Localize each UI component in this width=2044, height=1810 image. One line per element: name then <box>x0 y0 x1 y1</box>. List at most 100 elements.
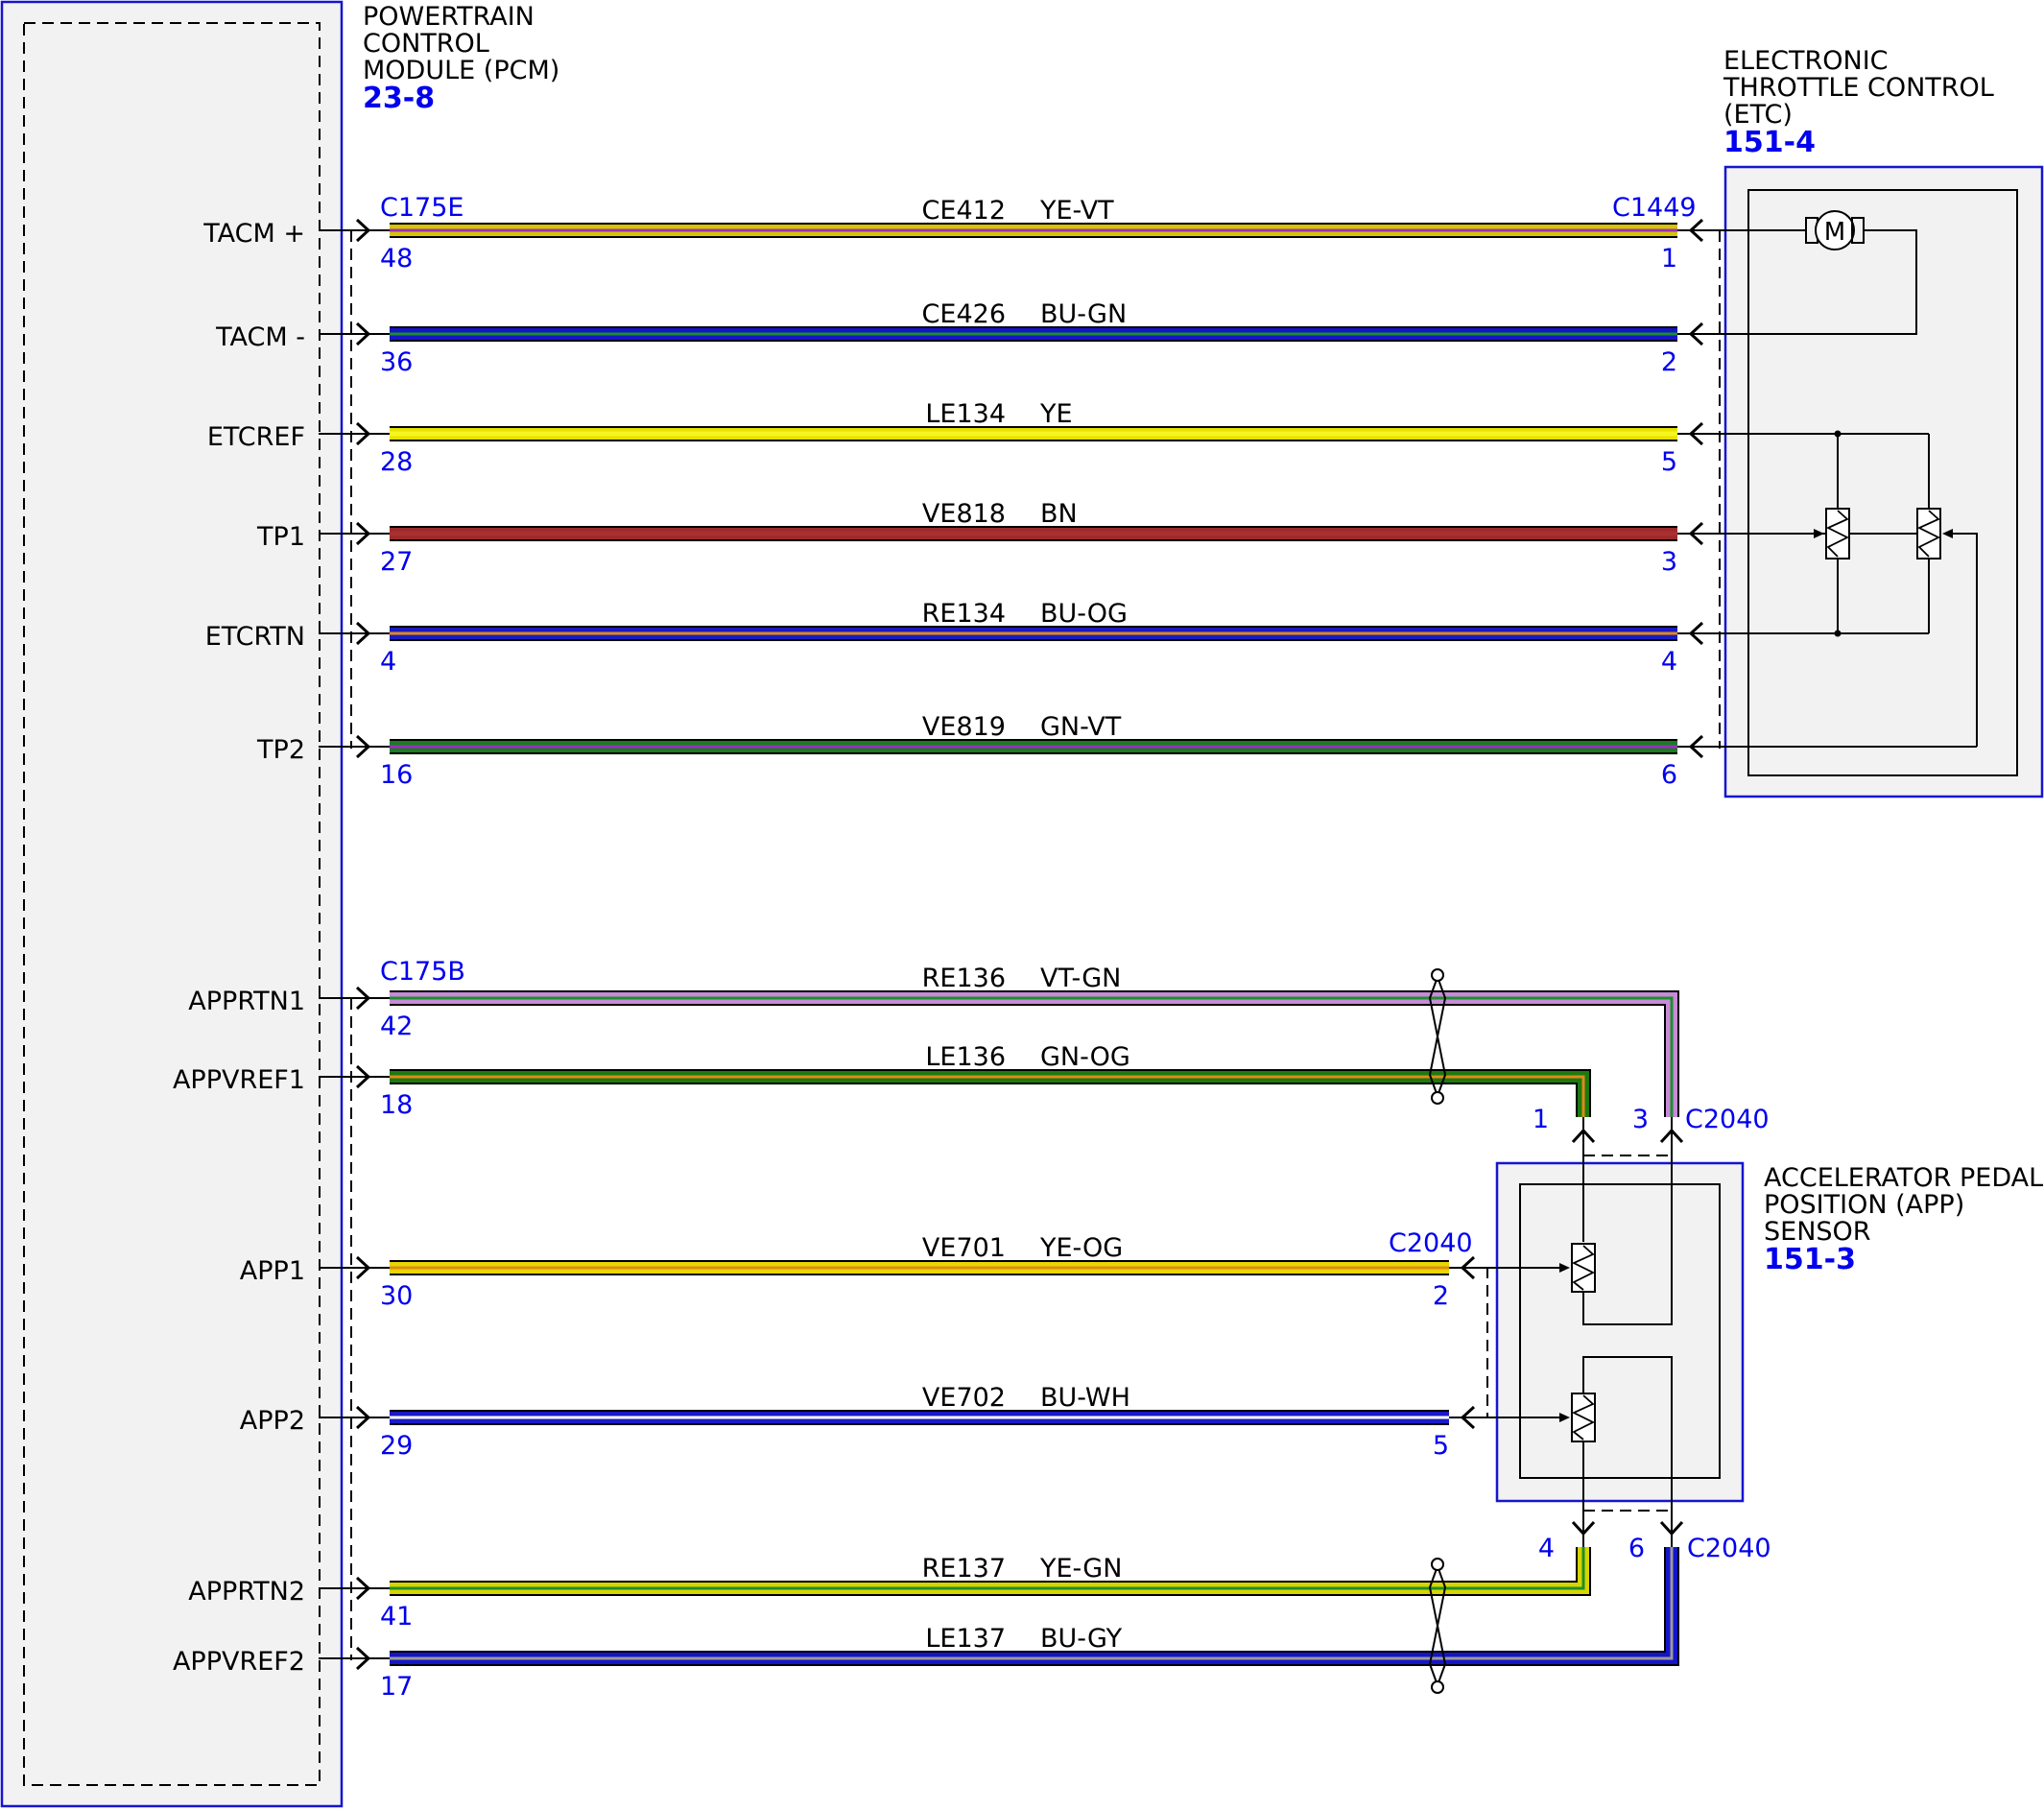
color-code-label: BU-OG <box>1040 599 1128 629</box>
wire-ve701: APP1 30 VE701 YE-OG 2 <box>240 1233 1491 1311</box>
app-connector-c2040-bottom: C2040 <box>1687 1534 1771 1563</box>
wire-ce426: TACM - 36 CE426 BU-GN 2 <box>215 299 1720 377</box>
wire-re134: ETCRTN 4 RE134 BU-OG 4 <box>205 599 1720 677</box>
signal-label: APP1 <box>240 1256 305 1286</box>
circuit-label: RE136 <box>922 964 1006 993</box>
app-title-line-2: POSITION (APP) <box>1764 1190 1964 1220</box>
etc-ref[interactable]: 151-4 <box>1723 126 1816 159</box>
wire-le137: APPVREF2 17 LE137 BU-GY 6 <box>173 1518 1684 1702</box>
color-code-label: GN-VT <box>1040 712 1122 742</box>
pcm-pin-number: 27 <box>380 547 413 577</box>
far-pin-number: 5 <box>1433 1431 1449 1461</box>
color-code-label: YE-OG <box>1039 1233 1123 1263</box>
color-code-label: BU-WH <box>1040 1383 1130 1413</box>
circuit-label: LE136 <box>925 1042 1006 1072</box>
motor-label: M <box>1824 218 1845 247</box>
signal-label: ETCRTN <box>205 622 305 652</box>
pcm-pin-number: 30 <box>380 1281 413 1311</box>
pcm-pin-number: 48 <box>380 244 413 274</box>
motor-icon: M <box>1718 210 1917 335</box>
etc-connector-c1449: C1449 <box>1612 193 1697 223</box>
twisted-pair-icon <box>1428 968 1447 1105</box>
app-connector-c2040-top: C2040 <box>1685 1105 1770 1134</box>
etc-title-line-1: ELECTRONIC <box>1723 46 1889 76</box>
far-pin-number: 6 <box>1661 760 1677 790</box>
wire-le134: ETCREF 28 LE134 YE 5 <box>207 399 1720 477</box>
pcm-title-line-2: CONTROL <box>363 29 489 59</box>
signal-label: APPVREF1 <box>173 1065 305 1095</box>
far-pin-number: 1 <box>1661 244 1677 274</box>
pcm-pin-number: 28 <box>380 447 413 477</box>
circuit-label: VE819 <box>922 712 1006 742</box>
color-code-label: VT-GN <box>1040 964 1121 993</box>
pcm-title-line-3: MODULE (PCM) <box>363 56 559 85</box>
far-pin-number: 1 <box>1533 1105 1549 1134</box>
pcm-pin-number: 36 <box>380 347 413 377</box>
wire-ve702: APP2 29 VE702 BU-WH 5 <box>240 1383 1491 1461</box>
color-code-label: BU-GN <box>1040 299 1127 329</box>
twisted-pair-icon <box>1428 1558 1447 1694</box>
far-pin-number: 4 <box>1661 647 1677 677</box>
color-code-label: BU-GY <box>1040 1624 1123 1654</box>
app-sensor-module <box>1485 1142 1745 1522</box>
app-title-line-3: SENSOR <box>1764 1217 1871 1247</box>
app-ref[interactable]: 151-3 <box>1764 1243 1856 1276</box>
circuit-label: RE134 <box>922 599 1006 629</box>
wire-re137: APPRTN2 41 RE137 YE-GN 4 <box>188 1518 1596 1631</box>
signal-label: ETCREF <box>207 422 305 452</box>
circuit-label: CE426 <box>922 299 1006 329</box>
far-pin-number: 5 <box>1661 447 1677 477</box>
etc-title-line-2: THROTTLE CONTROL <box>1723 73 1994 103</box>
signal-label: TP2 <box>256 735 305 765</box>
pcm-pin-number: 29 <box>380 1431 413 1461</box>
signal-label: APPVREF2 <box>173 1647 305 1677</box>
pcm-ref[interactable]: 23-8 <box>363 82 435 115</box>
far-pin-number: 6 <box>1628 1534 1645 1563</box>
signal-label: APPRTN1 <box>188 987 305 1016</box>
circuit-label: VE818 <box>922 499 1006 529</box>
wire-ve819: TP2 16 VE819 GN-VT 6 <box>256 712 1720 790</box>
circuit-label: RE137 <box>922 1554 1006 1584</box>
pcm-title-line-1: POWERTRAIN <box>363 2 535 32</box>
signal-label: TP1 <box>256 522 305 552</box>
signal-label: TACM + <box>202 219 305 249</box>
far-pin-number: 3 <box>1661 547 1677 577</box>
pcm-pin-number: 4 <box>380 647 396 677</box>
etc-module: M <box>1718 165 2044 798</box>
color-code-label: YE-VT <box>1039 196 1114 226</box>
app-connector-c2040-mid: C2040 <box>1389 1228 1473 1258</box>
far-pin-number: 2 <box>1433 1281 1449 1311</box>
wire-ce412: TACM + 48 CE412 YE-VT 1 <box>202 196 1720 274</box>
pcm-pin-number: 16 <box>380 760 413 790</box>
pcm-connector-c175e: C175E <box>380 193 463 223</box>
circuit-label: VE701 <box>922 1233 1006 1263</box>
far-pin-number: 4 <box>1538 1534 1555 1563</box>
signal-label: APPRTN2 <box>188 1577 305 1607</box>
color-code-label: YE <box>1039 399 1073 429</box>
wire-le136: APPVREF1 18 LE136 GN-OG 1 <box>173 1042 1596 1146</box>
pcm-pin-number: 41 <box>380 1602 413 1631</box>
far-pin-number: 2 <box>1661 347 1677 377</box>
color-code-label: GN-OG <box>1040 1042 1130 1072</box>
etc-title-line-3: (ETC) <box>1723 100 1793 130</box>
circuit-label: CE412 <box>922 196 1006 226</box>
color-code-label: BN <box>1040 499 1078 529</box>
wire-re136: APPRTN1 42 RE136 VT-GN 3 <box>188 964 1684 1146</box>
tp-sensor-icon <box>1718 430 1978 748</box>
pcm-pin-number: 17 <box>380 1672 413 1702</box>
color-code-label: YE-GN <box>1039 1554 1122 1584</box>
pcm-module <box>0 0 352 1808</box>
circuit-label: LE137 <box>925 1624 1006 1654</box>
app-title-line-1: ACCELERATOR PEDAL <box>1764 1163 2043 1193</box>
far-pin-number: 3 <box>1632 1105 1649 1134</box>
signal-label: APP2 <box>240 1406 305 1436</box>
pcm-connector-c175b: C175B <box>380 957 465 987</box>
wire-ve818: TP1 27 VE818 BN 3 <box>256 499 1720 577</box>
pcm-pin-number: 42 <box>380 1012 413 1041</box>
signal-label: TACM - <box>215 322 305 352</box>
circuit-label: LE134 <box>925 399 1006 429</box>
circuit-label: VE702 <box>922 1383 1006 1413</box>
pcm-pin-number: 18 <box>380 1090 413 1120</box>
